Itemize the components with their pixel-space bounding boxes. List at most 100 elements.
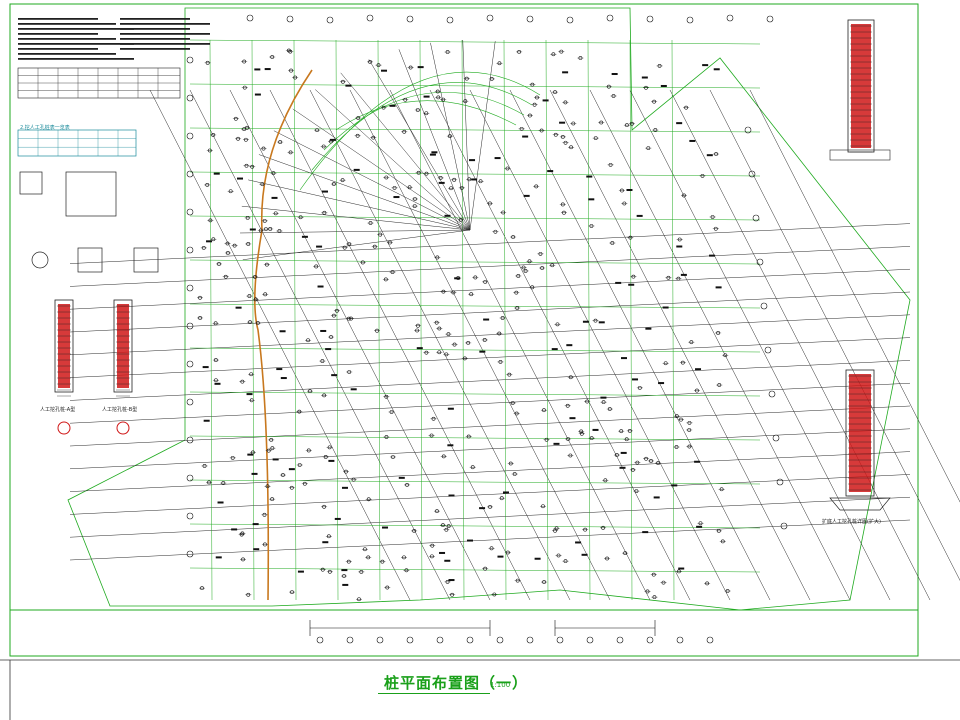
pile-label xyxy=(382,526,389,529)
pile-label xyxy=(483,318,490,321)
pile-label xyxy=(676,122,683,125)
pile-label xyxy=(438,181,445,184)
sheet-frame xyxy=(9,3,919,657)
axis-bubble xyxy=(706,636,714,644)
diagonal-axis-b xyxy=(349,89,611,601)
diagonal-axis-a xyxy=(69,360,911,401)
pile-label xyxy=(264,68,271,71)
pile-label xyxy=(581,553,588,556)
diagonal-axis-a xyxy=(69,519,911,561)
radial-axis xyxy=(258,154,471,231)
pile-label xyxy=(320,329,327,332)
ortho-axis-h xyxy=(189,479,761,485)
diagonal-axis-a xyxy=(69,291,911,333)
axis-bubble xyxy=(780,522,788,530)
note-text-line xyxy=(120,48,190,50)
pile-label xyxy=(288,468,295,471)
ortho-axis-v xyxy=(335,39,339,601)
axis-bubble xyxy=(406,636,414,644)
ortho-axis-h xyxy=(189,39,761,45)
pile-label xyxy=(247,453,254,456)
pile-label xyxy=(341,486,348,489)
rebar-cage xyxy=(58,304,70,388)
axis-bubble xyxy=(186,474,194,482)
pile-label xyxy=(494,157,501,160)
pile-table-2 xyxy=(17,129,137,157)
pile-label xyxy=(559,121,566,124)
pile-plan-a xyxy=(57,421,71,435)
ortho-axis-v xyxy=(209,39,213,601)
pile-label xyxy=(676,245,683,248)
arc-axis xyxy=(311,82,533,171)
note-text-line xyxy=(120,18,190,20)
pile-label xyxy=(479,350,486,353)
note-text-line xyxy=(18,58,134,60)
pile-label xyxy=(586,175,593,178)
pile-plan-b xyxy=(116,421,130,435)
pile-label xyxy=(551,348,558,351)
axis-bubble xyxy=(186,436,194,444)
ortho-axis-v xyxy=(671,39,675,601)
axis-bubble xyxy=(756,258,764,266)
pile-label xyxy=(523,194,530,197)
axis-bubble xyxy=(186,550,194,558)
pile-label xyxy=(381,69,388,72)
arc-axis xyxy=(299,71,541,191)
section-detail xyxy=(65,171,117,217)
pile-label xyxy=(642,531,649,534)
ortho-axis-v xyxy=(587,39,591,601)
arc-axis xyxy=(323,91,525,151)
pile-label xyxy=(353,168,360,171)
pile-base-top xyxy=(829,149,891,161)
pile-label xyxy=(389,104,396,107)
note-text-line xyxy=(18,48,98,50)
axis-bubble xyxy=(186,132,194,140)
pile-label xyxy=(553,442,560,445)
radial-axis xyxy=(292,108,471,231)
ortho-axis-v xyxy=(377,39,381,601)
axis-bubble xyxy=(376,636,384,644)
pile-label xyxy=(321,190,328,193)
pile-label xyxy=(715,286,722,289)
axis-bubble xyxy=(646,636,654,644)
section-detail xyxy=(133,247,159,273)
axis-bubble xyxy=(556,636,564,644)
pile-label xyxy=(317,285,324,288)
diagonal-axis-a xyxy=(69,496,911,538)
drawing-scale: 1:100 xyxy=(490,681,511,689)
note-text-line xyxy=(120,43,210,45)
axis-bubble xyxy=(186,246,194,254)
pile-label xyxy=(447,407,454,410)
diagonal-axis-b xyxy=(309,89,571,601)
diagonal-axis-b xyxy=(269,89,531,601)
ortho-axis-h xyxy=(189,435,761,441)
axis-bubble xyxy=(186,284,194,292)
note-text-line xyxy=(18,33,98,35)
pile-label xyxy=(439,551,446,554)
pile-label xyxy=(334,517,341,520)
pile-label xyxy=(417,66,424,69)
axis-bubble xyxy=(186,322,194,330)
radial-axis xyxy=(340,72,471,231)
radial-axis xyxy=(242,229,471,260)
axis-bubble xyxy=(406,15,414,23)
note-text-line xyxy=(120,33,210,35)
pile-label xyxy=(341,569,348,572)
pile-label xyxy=(621,357,628,360)
axis-bubble xyxy=(752,214,760,222)
pile-label xyxy=(416,347,423,350)
pile-label xyxy=(575,541,582,544)
diagonal-axis-a xyxy=(69,246,911,287)
rebar-cage xyxy=(117,304,129,388)
pile-label xyxy=(444,559,451,562)
pile-label xyxy=(547,170,554,173)
axis-bubble xyxy=(744,126,752,134)
axis-bubble xyxy=(436,636,444,644)
pile-label xyxy=(645,327,652,330)
ortho-axis-h xyxy=(189,127,761,133)
axis-bubble xyxy=(776,478,784,486)
pile-label xyxy=(254,68,261,71)
drawing-title: 桩平面布置图（一） xyxy=(384,674,529,692)
radial-axis xyxy=(240,229,471,234)
